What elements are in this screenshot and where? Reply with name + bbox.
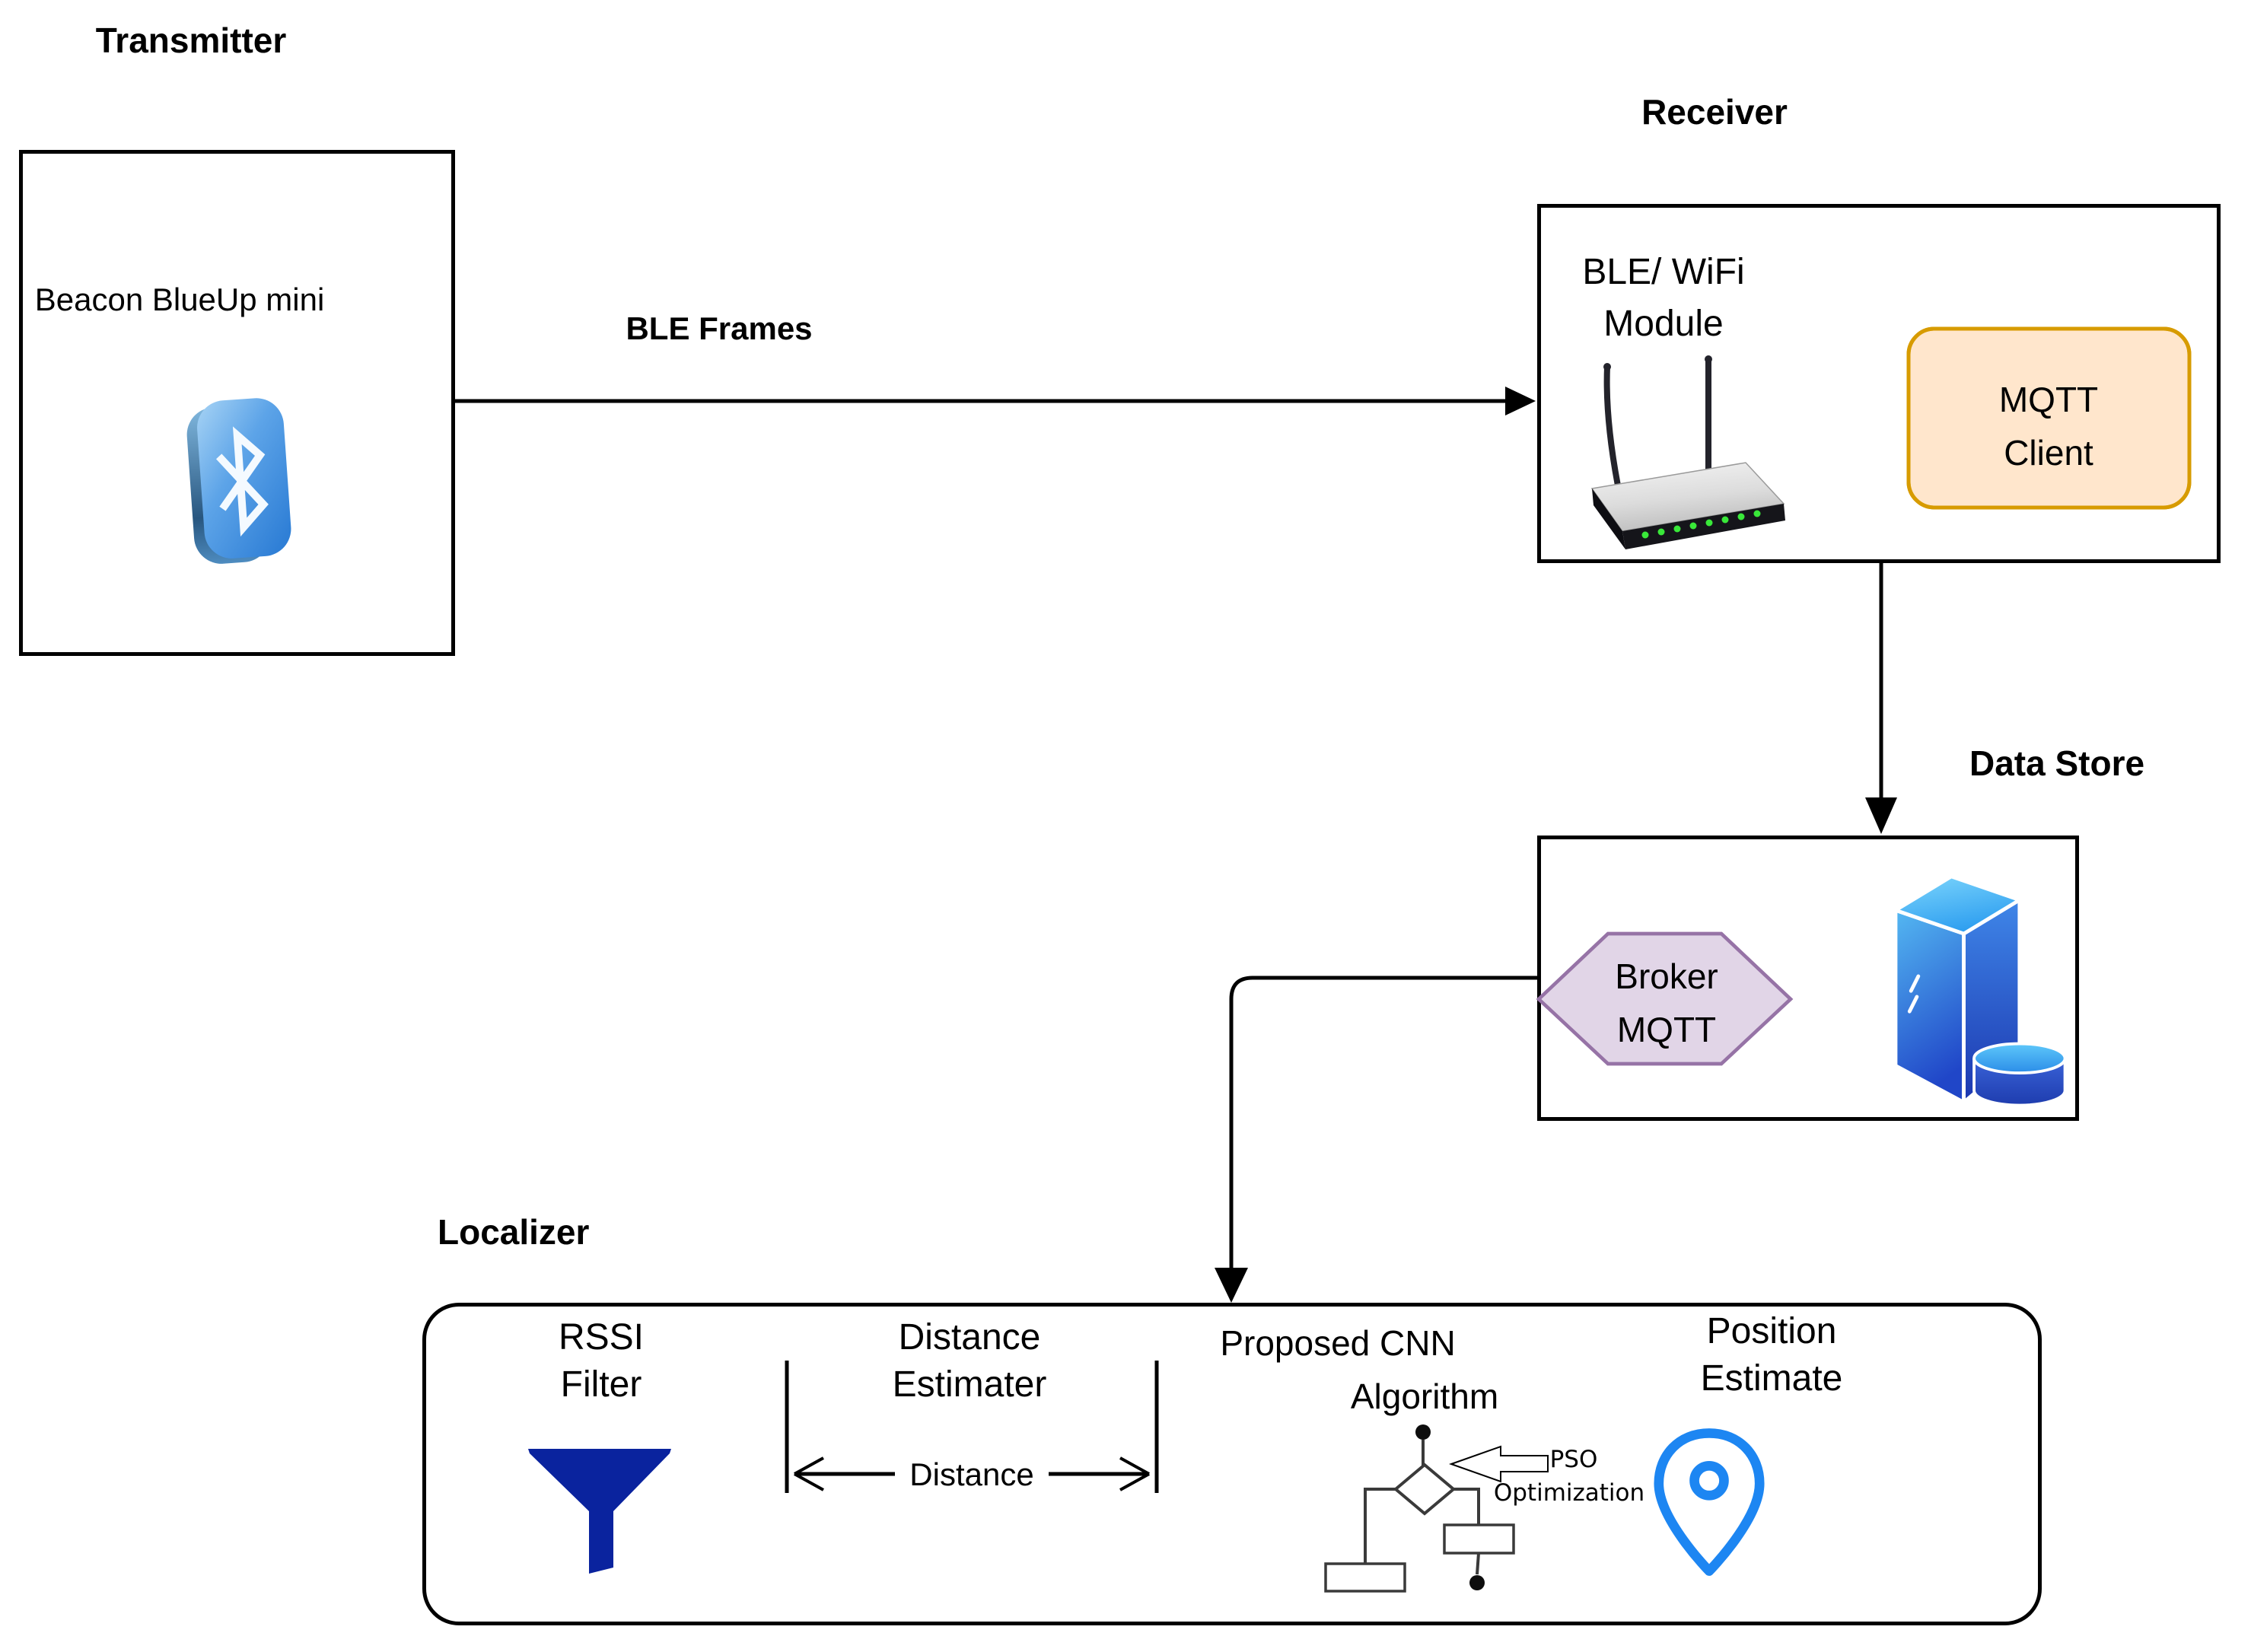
rssi-filter-label-line1: RSSI — [558, 1317, 645, 1358]
transmitter-title: Transmitter — [95, 21, 287, 60]
pso-arrow-icon — [1449, 1445, 1549, 1483]
broker-label-line2: MQTT — [1616, 1010, 1717, 1049]
database-server-icon — [1893, 874, 2067, 1107]
funnel-icon — [528, 1449, 671, 1574]
pso-label-line1: PSO — [1549, 1446, 1598, 1473]
receiver-to-datastore-arrow — [1865, 563, 1897, 834]
mqtt-client-label-line1: MQTT — [1998, 380, 2099, 419]
cnn-label-line1: Proposed CNN — [1220, 1323, 1456, 1363]
distance-estimator-label-line2: Estimater — [892, 1364, 1047, 1405]
bluetooth-icon — [186, 398, 291, 564]
ble-frames-arrow — [455, 387, 1536, 415]
router-icon — [1590, 355, 1785, 549]
cnn-label-line2: Algorithm — [1350, 1377, 1499, 1416]
ble-frames-label: BLE Frames — [626, 310, 813, 346]
data-store-title: Data Store — [1969, 743, 2145, 783]
receiver-module-label-line2: Module — [1603, 304, 1724, 344]
localizer-box — [422, 1303, 2042, 1625]
broker-label-line1: Broker — [1615, 957, 1718, 996]
position-estimate-label-line1: Position — [1706, 1311, 1837, 1351]
localizer-title: Localizer — [438, 1212, 590, 1252]
distance-measure-label: Distance — [905, 1456, 1039, 1493]
broker-to-localizer-arrow — [1215, 976, 1537, 1303]
flowchart-icon — [1324, 1424, 1515, 1593]
distance-estimator-label-line1: Distance — [898, 1317, 1041, 1358]
pso-label-line2: Optimization — [1493, 1479, 1645, 1507]
receiver-module-label-line1: BLE/ WiFi — [1582, 252, 1745, 292]
location-pin-icon — [1654, 1428, 1765, 1576]
rssi-filter-label-line2: Filter — [560, 1364, 642, 1405]
position-estimate-label-line2: Estimate — [1700, 1358, 1843, 1399]
mqtt-client-label-line2: Client — [2004, 433, 2093, 473]
transmitter-device-label: Beacon BlueUp mini — [34, 282, 325, 317]
receiver-title: Receiver — [1641, 92, 1788, 132]
distance-measure-icon — [785, 1361, 1159, 1493]
